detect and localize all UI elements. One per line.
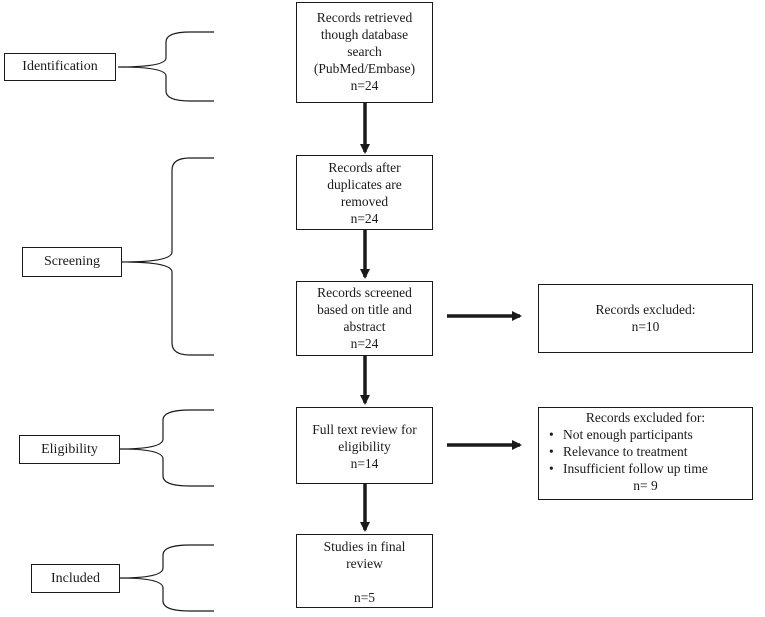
text-line: review — [346, 556, 383, 571]
count-label: n=5 — [353, 590, 376, 605]
text-line: Records retrieved — [316, 10, 413, 25]
spacer — [297, 572, 432, 589]
stage-eligibility: Eligibility — [19, 435, 120, 464]
stage-screening: Screening — [22, 247, 122, 277]
text-line: Records after — [328, 160, 401, 175]
box-records-identified: Records retrieved though database search… — [296, 2, 433, 103]
exclusion-reason: Insufficient follow up time — [543, 460, 748, 477]
count-label: n=24 — [350, 211, 379, 226]
stage-included-label: Included — [51, 570, 100, 586]
text-line: search — [347, 44, 382, 59]
stage-included: Included — [31, 564, 120, 593]
text-line: Studies in final — [323, 539, 406, 554]
count-label: n=24 — [350, 78, 379, 93]
text-line: Full text review for — [312, 422, 417, 437]
stage-identification: Identification — [4, 53, 116, 81]
box-excluded-eligibility: Records excluded for: Not enough partici… — [538, 407, 753, 500]
stage-identification-label: Identification — [22, 59, 98, 74]
text-line: duplicates are — [327, 177, 402, 192]
text-line: Records screened — [317, 285, 412, 300]
excluded-title: Records excluded: — [595, 302, 696, 317]
box-records-screened: Records screened based on title and abst… — [296, 281, 433, 356]
count-label: n=14 — [350, 456, 379, 471]
count-label: n=10 — [631, 319, 660, 334]
stage-screening-label: Screening — [44, 254, 100, 269]
box-full-text-review: Full text review for eligibility n=14 — [296, 407, 433, 484]
text-line: though database — [320, 27, 409, 42]
stage-eligibility-label: Eligibility — [41, 441, 98, 457]
eligibility-brace — [119, 409, 214, 487]
count-label: n=24 — [350, 336, 379, 351]
exclusion-reasons-list: Not enough participants Relevance to tre… — [543, 426, 748, 477]
text-line: (PubMed/Embase) — [313, 61, 416, 76]
text-line: removed — [340, 194, 389, 209]
box-excluded-screening: Records excluded: n=10 — [538, 284, 753, 353]
box-records-deduplicated: Records after duplicates are removed n=2… — [296, 155, 433, 230]
exclusion-reason: Not enough participants — [543, 426, 748, 443]
text-line: abstract — [343, 319, 386, 334]
box-studies-final: Studies in final review n=5 — [296, 534, 433, 608]
text-line: based on title and — [317, 302, 412, 317]
identification-brace — [117, 31, 214, 102]
text-line: eligibility — [338, 439, 391, 454]
excluded-title: Records excluded for: — [585, 410, 706, 425]
screening-brace — [121, 157, 214, 356]
count-label: n= 9 — [633, 478, 658, 493]
included-brace — [119, 544, 214, 612]
exclusion-reason: Relevance to treatment — [543, 443, 748, 460]
